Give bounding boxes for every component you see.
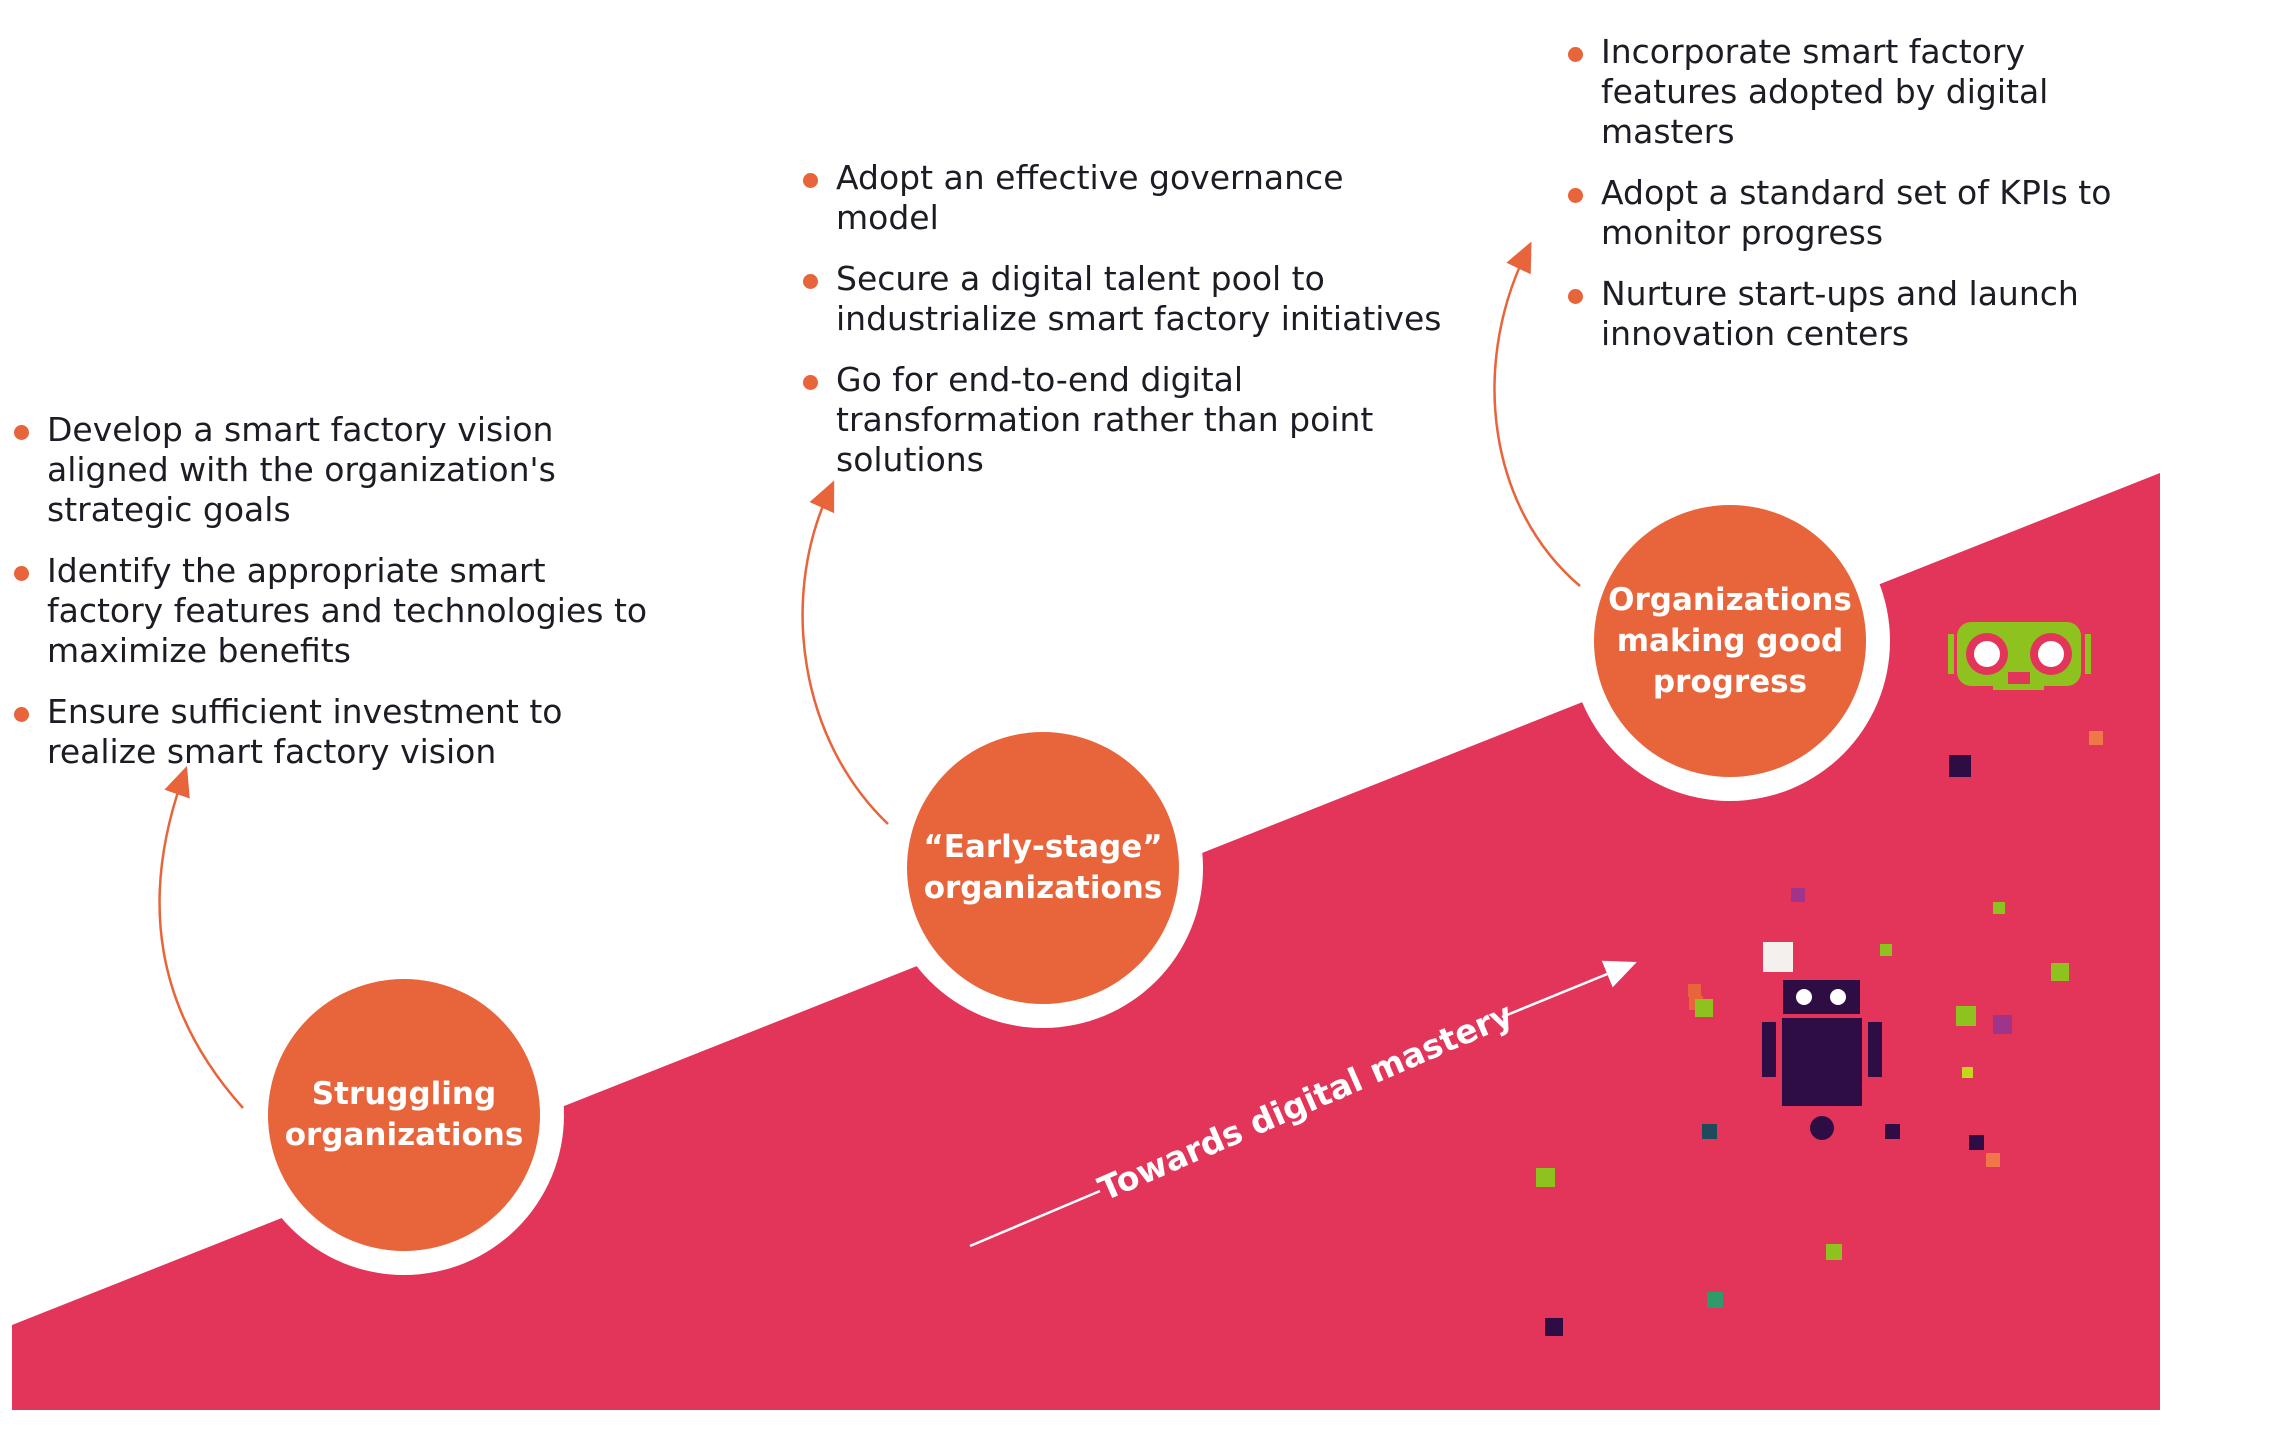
curved-arrow-early-stage	[801, 480, 889, 825]
bullet-dot	[14, 566, 29, 581]
bullet-dot	[1568, 188, 1583, 203]
bullet-text: Incorporate smart factory features adopt…	[1601, 32, 2049, 151]
stage-label-good-progress: Organizations making good progress	[1600, 571, 1860, 711]
bullets-early-stage: Adopt an effective governance model Secu…	[801, 158, 1451, 501]
vr-headset-icon	[1948, 622, 2091, 690]
stage-circle-early-stage	[883, 708, 1203, 1028]
stage-label-line: making good	[1616, 622, 1844, 659]
bullet-text: Adopt a standard set of KPIs to monitor …	[1601, 173, 2112, 252]
stage-label-line: Struggling	[311, 1076, 497, 1112]
stage-label-struggling: Struggling organizations	[274, 1045, 534, 1185]
bullet-dot	[1568, 289, 1583, 304]
bullet-dot	[14, 425, 29, 440]
bullet-text: Identify the appropriate smart factory f…	[47, 551, 648, 670]
bullet-dot	[14, 707, 29, 722]
list-item: Develop a smart factory vision aligned w…	[12, 410, 652, 530]
progress-arrow-tail	[969, 1189, 1101, 1248]
stage-label-early-stage: “Early-stage” organizations	[913, 798, 1173, 938]
curved-arrow-good-progress	[1493, 241, 1581, 587]
stage-label-line: organizations	[923, 870, 1163, 906]
bullet-text: Adopt an effective governance model	[836, 158, 1344, 237]
list-item: Incorporate smart factory features adopt…	[1566, 32, 2166, 152]
bullet-text: Develop a smart factory vision aligned w…	[47, 410, 556, 529]
bullets-good-progress: Incorporate smart factory features adopt…	[1566, 32, 2166, 375]
confetti-decoration	[1536, 731, 2103, 1336]
list-item: Identify the appropriate smart factory f…	[12, 551, 652, 671]
list-item: Adopt a standard set of KPIs to monitor …	[1566, 173, 2166, 253]
bullet-dot	[803, 375, 818, 390]
robot-icon	[1762, 980, 1882, 1140]
bullets-struggling: Develop a smart factory vision aligned w…	[12, 410, 652, 793]
stage-circle-struggling	[244, 955, 564, 1275]
bullet-text: Go for end-to-end digital transformation…	[836, 360, 1374, 479]
bullet-text: Secure a digital talent pool to industri…	[836, 259, 1442, 338]
list-item: Ensure sufficient investment to realize …	[12, 692, 652, 772]
list-item: Adopt an effective governance model	[801, 158, 1451, 238]
list-item: Secure a digital talent pool to industri…	[801, 259, 1451, 339]
list-item: Go for end-to-end digital transformation…	[801, 360, 1451, 480]
stage-label-line: Organizations	[1608, 581, 1852, 618]
bullet-text: Ensure sufficient investment to realize …	[47, 692, 563, 771]
progress-arrow-head	[1501, 960, 1637, 1019]
bullet-dot	[803, 274, 818, 289]
curved-arrow-struggling	[158, 765, 244, 1109]
bullet-dot	[803, 173, 818, 188]
stage-label-line: progress	[1652, 663, 1808, 700]
stage-label-line: “Early-stage”	[923, 829, 1163, 865]
list-item: Nurture start-ups and launch innovation …	[1566, 274, 2166, 354]
bullet-text: Nurture start-ups and launch innovation …	[1601, 274, 2079, 353]
bullet-dot	[1568, 47, 1583, 62]
stage-label-line: organizations	[284, 1117, 524, 1153]
stage-circle-good-progress	[1570, 481, 1890, 801]
